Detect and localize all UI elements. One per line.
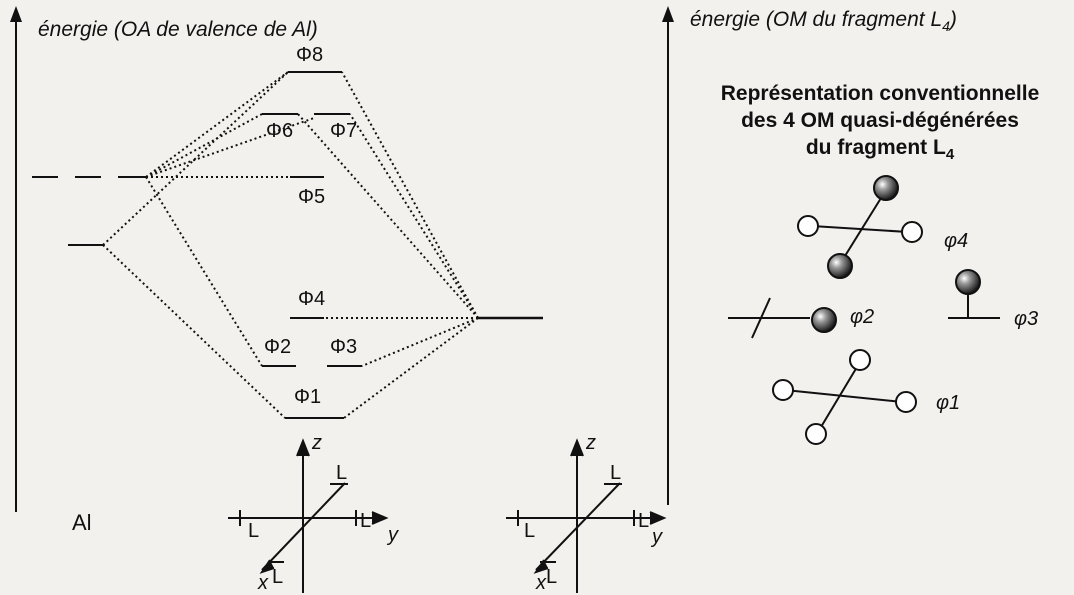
al-ligand-l-top: L — [336, 462, 348, 484]
representation-line1: Représentation conventionnelle — [720, 82, 1040, 105]
al-axis-y: y — [388, 524, 398, 546]
frag-ligand-l-left: L — [524, 520, 536, 542]
phi4-orbital-sketch — [797, 175, 923, 279]
label-phi8: Φ8 — [296, 44, 324, 66]
frag-ligand-l-bottom: L — [546, 566, 558, 588]
left-axis-title: énergie (OA de valence de Al) — [38, 18, 318, 41]
frag-ligand-l-top: L — [610, 462, 622, 484]
phi2-orbital-sketch — [728, 297, 837, 339]
al-ligand-l-left: L — [248, 520, 260, 542]
label-small-phi2: φ2 — [850, 306, 875, 328]
frag-axis-x: x — [536, 572, 546, 594]
representation-line3-text: du fragment L — [805, 136, 946, 159]
representation-title: Représentation conventionnelle des 4 OM … — [686, 80, 1074, 168]
frag-axis-z: z — [586, 432, 596, 454]
al-axis-z: z — [312, 432, 322, 454]
representation-line3: du fragment L4 — [686, 134, 1074, 168]
fragment-coordinate-frame — [506, 438, 667, 593]
label-phi4: Φ4 — [298, 288, 326, 310]
label-small-phi4: φ4 — [944, 230, 969, 252]
representation-line2: des 4 OM quasi-dégénérées — [741, 109, 1019, 132]
phi1-orbital-sketch — [772, 349, 917, 445]
frag-ligand-l-right: L — [638, 510, 650, 532]
label-phi6: Φ6 — [266, 120, 294, 142]
right-axis-title: énergie (OM du fragment L4) — [690, 8, 957, 34]
label-phi2: Φ2 — [264, 336, 292, 358]
al-axis-x: x — [258, 572, 268, 594]
frag-axis-y: y — [652, 526, 662, 548]
label-phi1: Φ1 — [294, 386, 322, 408]
right-axis-title-sub: 4 — [942, 18, 950, 35]
mo-levels — [262, 71, 362, 419]
left-energy-axis — [10, 6, 22, 512]
al-ligand-l-right: L — [360, 510, 372, 532]
phi3-orbital-sketch — [948, 269, 1000, 319]
al-ligand-l-bottom: L — [272, 566, 284, 588]
al-coordinate-frame — [228, 438, 389, 593]
label-phi3: Φ3 — [330, 336, 358, 358]
al-label: Al — [72, 510, 92, 535]
representation-line3-sub: 4 — [945, 146, 955, 164]
right-axis-title-close: ) — [949, 8, 957, 31]
label-phi5: Φ5 — [298, 186, 326, 208]
right-axis-title-text: énergie (OM du fragment L — [690, 8, 943, 31]
label-phi7: Φ7 — [330, 120, 358, 142]
right-energy-axis — [662, 6, 674, 505]
label-small-phi3: φ3 — [1014, 308, 1039, 330]
correlation-lines — [102, 71, 479, 419]
label-small-phi1: φ1 — [936, 392, 961, 414]
